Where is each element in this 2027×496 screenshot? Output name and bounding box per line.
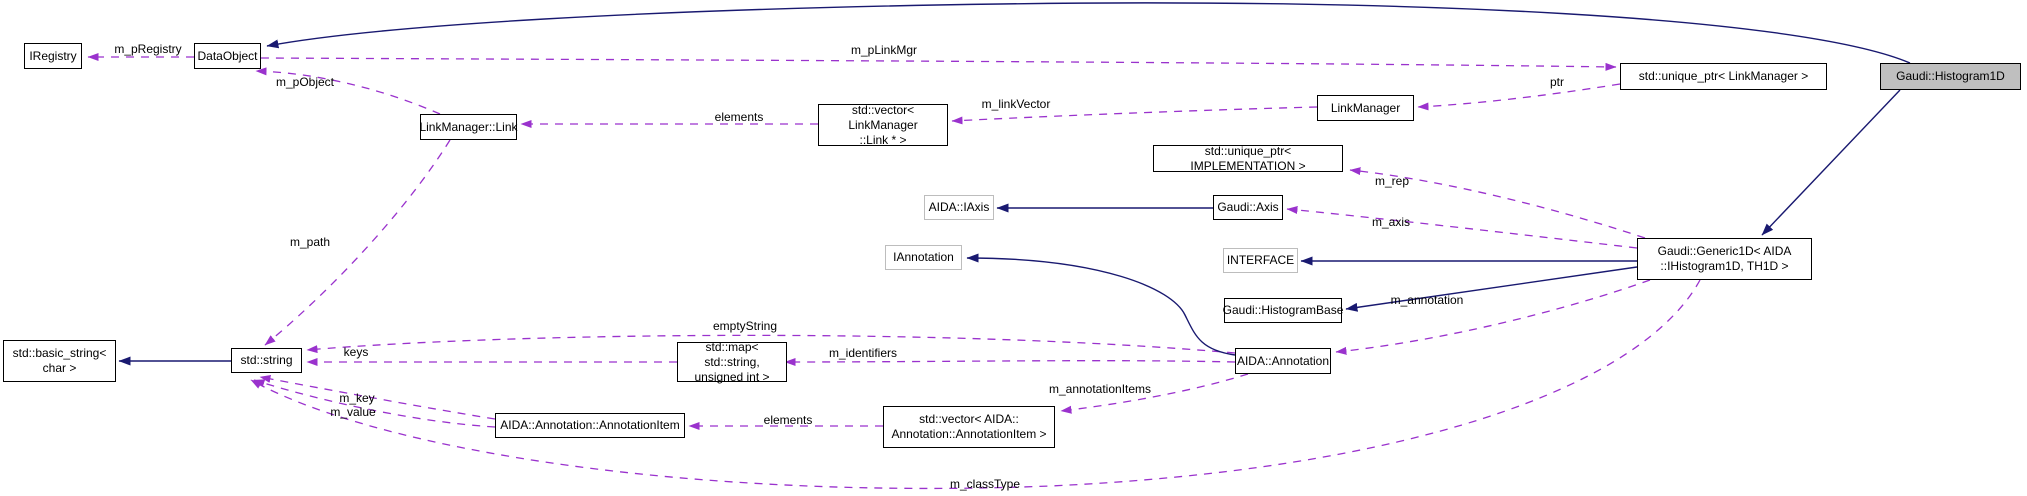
edge-label-empty-string: emptyString xyxy=(712,319,778,333)
node-std-string[interactable]: std::string xyxy=(231,348,302,373)
edge-m-rep xyxy=(1349,167,1646,239)
edge-label-m-key: m_key xyxy=(339,391,375,405)
edge-label-m-axis: m_axis xyxy=(1371,215,1411,229)
node-vector-linkmanager-link[interactable]: std::vector< LinkManager ::Link * > xyxy=(818,103,948,147)
node-iannotation[interactable]: IAnnotation xyxy=(885,245,962,270)
edge-label-m-rep: m_rep xyxy=(1374,174,1410,188)
node-std-map[interactable]: std::map< std::string, unsigned int > xyxy=(677,340,787,384)
node-gaudi-axis[interactable]: Gaudi::Axis xyxy=(1213,195,1283,220)
edge-m-annotationitems xyxy=(1060,373,1249,414)
edge-label-m-pobject: m_pObject xyxy=(275,75,335,89)
edge-label-m-linkvector: m_linkVector xyxy=(981,97,1051,111)
node-gaudi-histogram1d[interactable]: Gaudi::Histogram1D xyxy=(1880,63,2021,90)
edge-m-annotation xyxy=(1335,279,1651,355)
node-gaudi-histogrambase[interactable]: Gaudi::HistogramBase xyxy=(1223,298,1343,323)
edge-ptr xyxy=(1417,83,1621,111)
node-std-basic-string[interactable]: std::basic_string< char > xyxy=(3,340,116,382)
node-annotation-item[interactable]: AIDA::Annotation::AnnotationItem xyxy=(495,413,685,438)
edge-label-keys: keys xyxy=(343,345,369,359)
edge-m-axis xyxy=(1286,206,1638,249)
edge-m-key xyxy=(259,374,496,420)
node-linkmanager-link[interactable]: LinkManager::Link xyxy=(419,114,518,140)
edge-inherit-annotation-iannotation xyxy=(966,253,1236,356)
edge-label-elements-top: elements xyxy=(714,110,764,124)
edge-m-pobject xyxy=(255,67,441,115)
edge-label-m-value: m_value xyxy=(330,405,376,419)
edge-inherit-histogram1d-dataobject xyxy=(266,2,1911,64)
node-linkmanager[interactable]: LinkManager xyxy=(1317,95,1414,121)
edge-inherit-histogram1d-generic1d xyxy=(1761,89,1901,236)
edge-m-linkvector xyxy=(951,106,1318,125)
edge-label-ptr: ptr xyxy=(1549,75,1565,89)
edge-m-plinkmgr xyxy=(260,57,1617,71)
node-iregistry[interactable]: IRegistry xyxy=(24,43,82,69)
edge-label-elements-bottom: elements xyxy=(763,413,813,427)
edge-label-m-annotationitems: m_annotationItems xyxy=(1048,382,1152,396)
edge-inherit-generic1d-histogrambase xyxy=(1345,266,1638,312)
edge-m-value xyxy=(253,379,496,428)
node-interface[interactable]: INTERFACE xyxy=(1223,248,1298,273)
node-aida-iaxis[interactable]: AIDA::IAxis xyxy=(924,195,994,220)
node-gaudi-generic1d[interactable]: Gaudi::Generic1D< AIDA ::IHistogram1D, T… xyxy=(1637,238,1812,280)
edge-m-classtype xyxy=(250,279,1701,490)
node-dataobject[interactable]: DataObject xyxy=(194,43,261,69)
node-unique-ptr-implementation[interactable]: std::unique_ptr< IMPLEMENTATION > xyxy=(1153,144,1343,173)
edge-m-identifiers xyxy=(784,357,1236,366)
edge-label-m-plinkmgr: m_pLinkMgr xyxy=(850,43,918,57)
node-aida-annotation[interactable]: AIDA::Annotation xyxy=(1235,348,1331,374)
edge-m-path xyxy=(264,139,451,346)
edge-label-m-annotation: m_annotation xyxy=(1390,293,1464,307)
node-unique-ptr-linkmanager[interactable]: std::unique_ptr< LinkManager > xyxy=(1620,63,1827,90)
edge-label-m-pregistry: m_pRegistry xyxy=(114,42,182,56)
edge-label-m-classtype: m_classType xyxy=(949,477,1021,491)
node-vector-annotation-item[interactable]: std::vector< AIDA:: Annotation::Annotati… xyxy=(883,406,1055,448)
edge-label-m-identifiers: m_identifiers xyxy=(828,346,898,360)
edge-label-m-path: m_path xyxy=(289,235,331,249)
